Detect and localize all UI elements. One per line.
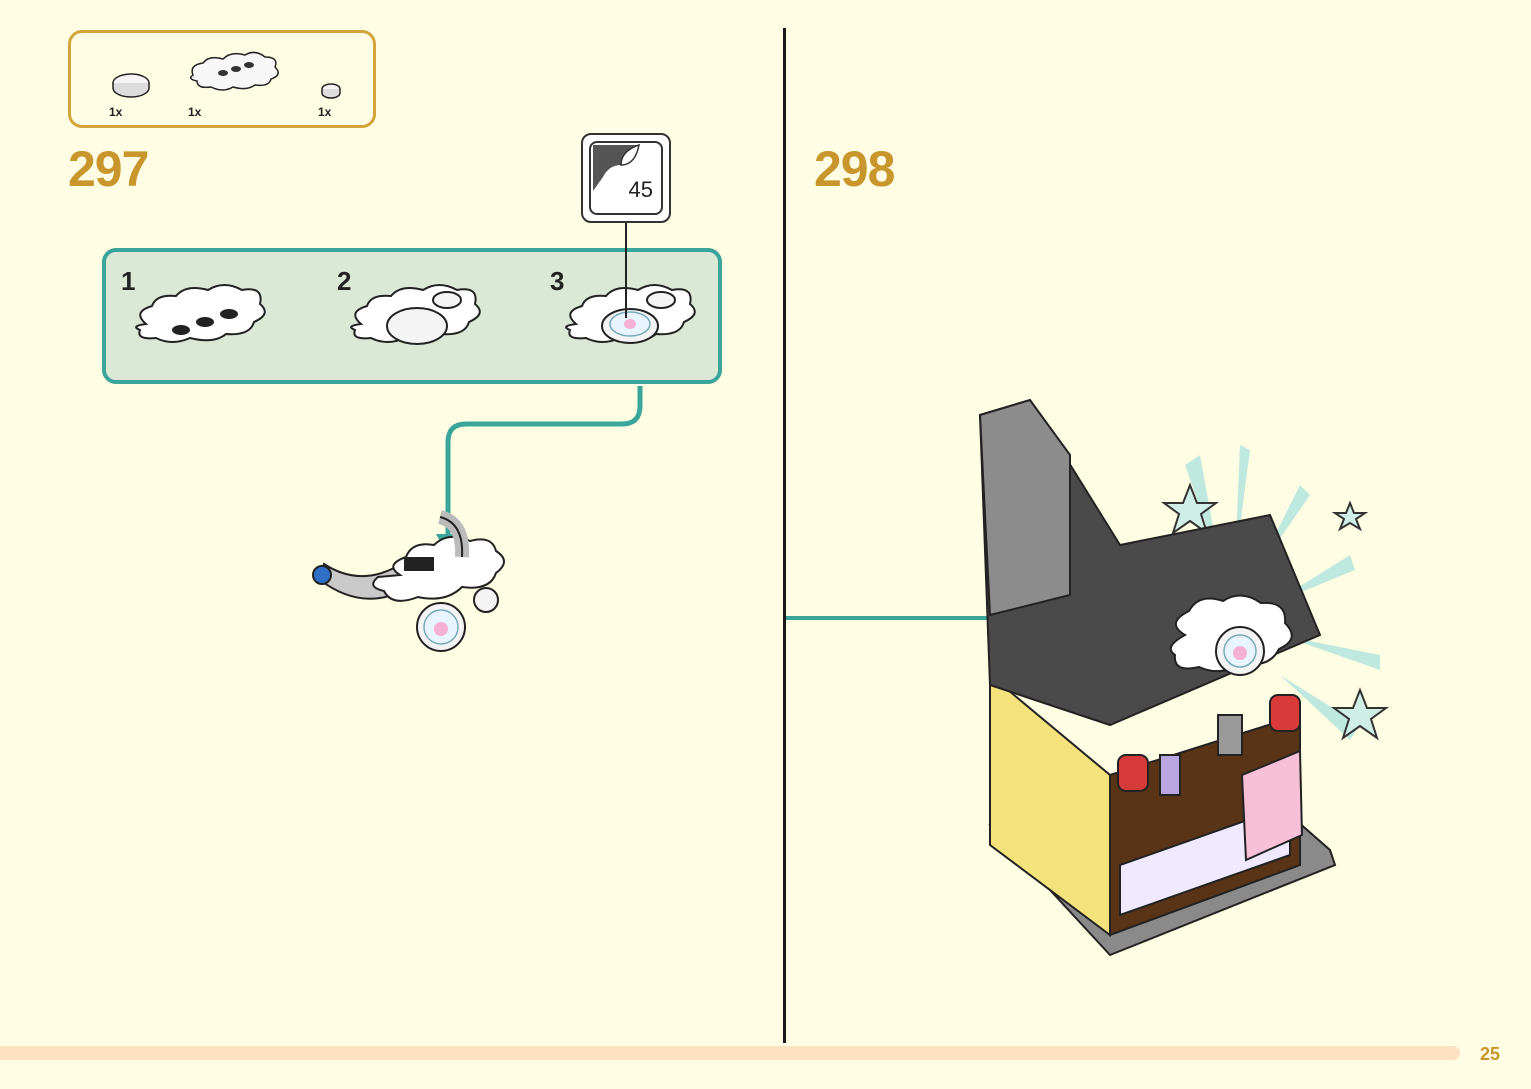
sticker-icon [593,143,640,191]
parts-list-art [112,51,341,99]
sticker-sheet: 45 [589,141,663,215]
cloud-plate-icon [350,284,481,345]
column-divider [783,28,786,1043]
substep-label: 2 [337,266,352,296]
step-number: 297 [68,141,149,197]
parts-list-box: 1x 1x 1x [68,30,376,128]
page-number: 25 [1480,1044,1501,1064]
round-tile-icon [112,73,150,98]
sticker-callout: 45 [581,133,671,223]
sticker-number: 45 [628,177,653,202]
substep-callout: 1 2 3 [102,248,722,384]
step-298-model [978,398,1390,957]
cloud-plate-icon [565,284,696,344]
substep-art [135,284,696,345]
substep-label: 3 [550,266,565,296]
step-number: 298 [814,141,895,197]
cloud-plate-icon [190,51,279,91]
footer-bar [0,1046,1460,1060]
cloud-plate-icon [135,284,266,343]
substep-label: 1 [121,266,136,296]
part-qty: 1x [188,105,202,119]
part-qty: 1x [109,105,123,119]
small-round-plate-icon [321,83,341,99]
part-qty: 1x [318,105,332,119]
step-297-assembly [312,510,505,652]
star-icon [1160,482,1390,741]
